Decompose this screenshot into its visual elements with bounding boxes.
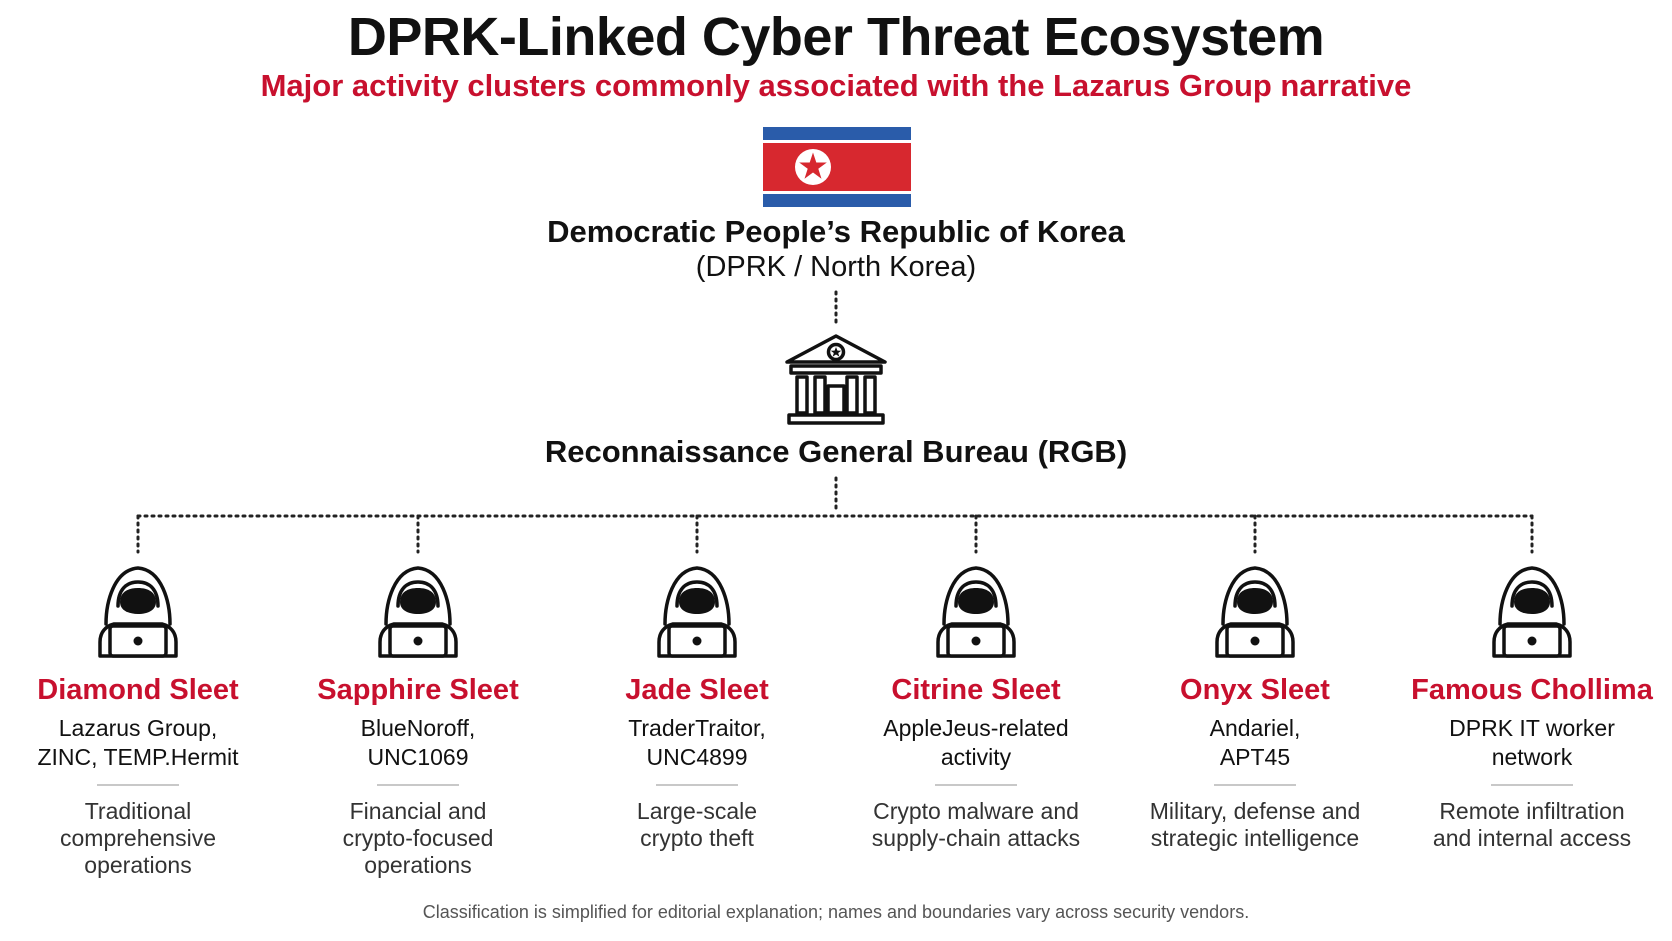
divider <box>1491 784 1573 786</box>
hooded-hacker-icon <box>936 566 1016 658</box>
cluster-aliases: Lazarus Group,ZINC, TEMP.Hermit <box>37 715 239 770</box>
hooded-hacker-icon <box>98 566 178 658</box>
dprk-flag-icon <box>763 127 911 207</box>
hooded-hacker-icon <box>657 566 737 658</box>
cluster-onyx-sleet: Onyx Sleet Andariel,APT45 Military, defe… <box>1120 562 1390 852</box>
hooded-hacker-icon <box>1215 566 1295 658</box>
page-subtitle: Major activity clusters commonly associa… <box>260 68 1412 103</box>
divider <box>935 784 1017 786</box>
hooded-hacker-icon <box>1492 566 1572 658</box>
cluster-name: Jade Sleet <box>625 674 769 706</box>
cluster-aliases: TraderTraitor,UNC4899 <box>628 715 766 770</box>
cluster-diamond-sleet: Diamond Sleet Lazarus Group,ZINC, TEMP.H… <box>3 562 273 879</box>
footnote: Classification is simplified for editori… <box>422 902 1250 922</box>
cluster-name: Onyx Sleet <box>1180 674 1330 706</box>
cluster-aliases: BlueNoroff,UNC1069 <box>360 715 476 770</box>
cluster-name: Citrine Sleet <box>891 674 1061 706</box>
cluster-jade-sleet: Jade Sleet TraderTraitor,UNC4899 Large-s… <box>562 562 832 852</box>
agency-name: Reconnaissance General Bureau (RGB) <box>544 434 1128 469</box>
country-name: Democratic People’s Republic of Korea <box>547 214 1125 249</box>
cluster-name: Sapphire Sleet <box>317 674 519 706</box>
divider <box>377 784 459 786</box>
divider <box>656 784 738 786</box>
divider <box>1214 784 1296 786</box>
divider <box>97 784 179 786</box>
cluster-name: Famous Chollima <box>1411 674 1653 706</box>
government-building-icon <box>785 334 887 425</box>
hooded-hacker-icon <box>378 566 458 658</box>
page-title: DPRK-Linked Cyber Threat Ecosystem <box>347 7 1325 67</box>
country-short-name: (DPRK / North Korea) <box>695 251 977 283</box>
cluster-aliases: Andariel,APT45 <box>1209 715 1301 770</box>
cluster-sapphire-sleet: Sapphire Sleet BlueNoroff,UNC1069 Financ… <box>283 562 553 879</box>
cluster-name: Diamond Sleet <box>37 674 239 706</box>
